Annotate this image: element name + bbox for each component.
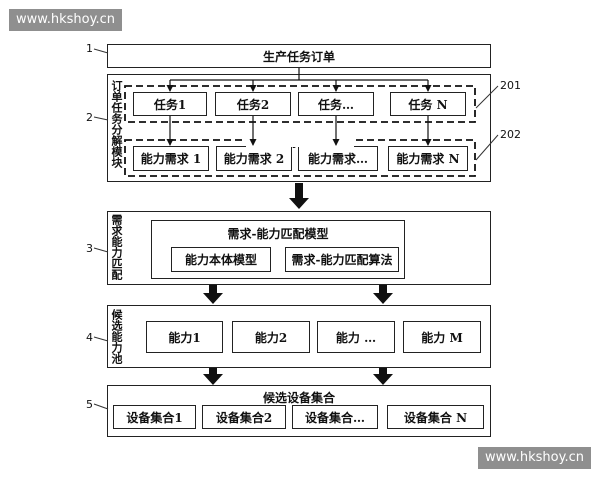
equipment-set-box-n: 设备集合 N — [387, 405, 484, 429]
watermark-bottom: www.hkshoy.cn — [478, 447, 591, 469]
arrow-row2-to-row3 — [289, 183, 309, 209]
arrow-row4-to-row5-left — [203, 368, 223, 385]
task-label: 任务2 — [236, 97, 270, 112]
capability-box-m: 能力 M — [403, 321, 481, 353]
label-202: 202 — [500, 128, 521, 141]
requirement-box-1: 能力需求 1 — [133, 146, 209, 171]
arrow-row3-to-row4-right — [373, 285, 393, 304]
arrow-row4-to-row5-right — [373, 368, 393, 385]
capability-label: 能力2 — [254, 330, 288, 345]
label-2: 2 — [86, 111, 93, 124]
matching-algorithm-label: 需求-能力匹配算法 — [291, 253, 393, 267]
requirement-box-2: 能力需求 2 — [216, 146, 292, 171]
task-box-3: 任务… — [298, 92, 374, 116]
production-order-box — [107, 44, 491, 68]
capability-label: 能力 … — [335, 330, 377, 345]
task-label: 任务1 — [153, 97, 187, 112]
task-box-1: 任务1 — [133, 92, 207, 116]
ontology-model-label: 能力本体模型 — [184, 253, 257, 267]
capability-box-2: 能力2 — [232, 321, 310, 353]
capability-box-3: 能力 … — [317, 321, 395, 353]
watermark-top: www.hkshoy.cn — [9, 9, 122, 31]
matching-algorithm-box: 需求-能力匹配算法 — [285, 247, 399, 272]
equipment-set-label: 设备集合1 — [126, 410, 183, 425]
equipment-set-label: 设备集合… — [304, 410, 365, 425]
matching-model-title: 需求-能力匹配模型 — [227, 227, 329, 241]
task-decomposition-side-label: 订单任务分解模块 — [110, 80, 123, 168]
arrow-row3-to-row4-left — [203, 285, 223, 304]
equipment-set-label: 设备集合 N — [403, 410, 468, 425]
requirement-label: 能力需求 1 — [140, 152, 202, 166]
label-3: 3 — [86, 242, 93, 255]
task-box-n: 任务 N — [390, 92, 466, 116]
capability-ontology-model-box: 能力本体模型 — [171, 247, 271, 272]
task-label: 任务… — [317, 97, 354, 112]
label-1: 1 — [86, 42, 93, 55]
label-5: 5 — [86, 398, 93, 411]
equipment-set-box-2: 设备集合2 — [202, 405, 286, 429]
requirement-label: 能力需求… — [307, 152, 368, 166]
capability-label: 能力1 — [168, 330, 201, 345]
matching-side-label: 需求能力匹配 — [110, 214, 123, 280]
requirement-label: 能力需求 2 — [223, 152, 285, 166]
label-201: 201 — [500, 79, 521, 92]
requirement-box-3: 能力需求… — [298, 146, 378, 171]
equipment-set-title: 候选设备集合 — [262, 391, 335, 405]
equipment-set-label: 设备集合2 — [215, 410, 273, 425]
requirement-box-n: 能力需求 N — [388, 146, 468, 171]
task-box-2: 任务2 — [215, 92, 291, 116]
equipment-set-box-1: 设备集合1 — [113, 405, 196, 429]
equipment-set-box-3: 设备集合… — [292, 405, 378, 429]
capability-label: 能力 M — [421, 330, 463, 345]
requirement-label: 能力需求 N — [396, 152, 460, 166]
capability-pool-side-label: 候选能力池 — [110, 309, 123, 364]
capability-box-1: 能力1 — [146, 321, 223, 353]
task-label: 任务 N — [408, 97, 448, 112]
label-4: 4 — [86, 331, 93, 344]
production-order-title: 生产任务订单 — [262, 50, 335, 64]
